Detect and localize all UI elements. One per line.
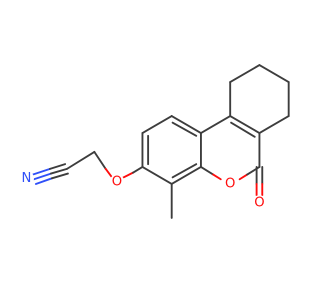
cyclohexene-c9-c8 <box>258 64 290 84</box>
nitrile-triple-bond-1 <box>32 167 51 176</box>
aromatic-bond-c4a-c4 <box>170 166 202 185</box>
aromatic-bond-c1-c10b <box>170 115 202 134</box>
c6a-c10a-bond <box>229 115 261 134</box>
ether-oxygen-label: O <box>112 175 122 190</box>
nitrile-triple-bond-1b <box>49 163 67 170</box>
oxygen-aryl-bond-o <box>120 171 134 180</box>
bond-layer <box>32 64 290 219</box>
lactone-c4a-o-bond-o <box>212 173 222 181</box>
nitrile-triple-bond-2b <box>50 167 68 175</box>
carbonyl-oxygen-bg <box>251 195 267 211</box>
carbonyl-oxygen-label: O <box>254 195 264 210</box>
ch2-oxygen-bond <box>93 150 107 170</box>
aromatic-bond-c2-c1 <box>141 115 173 134</box>
molecule-structure-diagram: N O O O <box>18 64 290 219</box>
atom-label-layer: N O O O <box>18 170 267 211</box>
nitrile-triple-bond-3b <box>50 172 69 180</box>
ch2-oxygen-bond-o <box>104 167 113 178</box>
c6a-c10a-double <box>230 121 256 138</box>
lactone-c4a-o-bond <box>200 166 215 176</box>
aromatic-bond-c4-c3 <box>141 166 173 185</box>
nitrile-triple-bond-3 <box>34 177 53 185</box>
cyclohexene-c7-c6a <box>258 115 290 134</box>
c10a-c10b-bond <box>200 115 232 134</box>
cyclohexene-c10-c9 <box>229 64 261 84</box>
oxygen-aryl-bond <box>132 166 144 174</box>
nitrile-nitrogen-bg <box>18 170 34 186</box>
nitrile-ch2-bond <box>66 150 96 170</box>
aromatic-double-c4a-c4 <box>171 163 198 179</box>
ring-oxygen-bg <box>222 176 238 192</box>
aromatic-double-c1-c10b <box>171 121 198 137</box>
nitrile-nitrogen-label: N <box>21 171 31 186</box>
lactone-o-c6-bond-o <box>238 173 249 181</box>
nitrile-triple-bond-2 <box>33 172 52 181</box>
lactone-o-c6-bond <box>246 166 261 176</box>
ring-oxygen-label: O <box>225 176 235 191</box>
ether-oxygen-bg <box>109 174 125 190</box>
